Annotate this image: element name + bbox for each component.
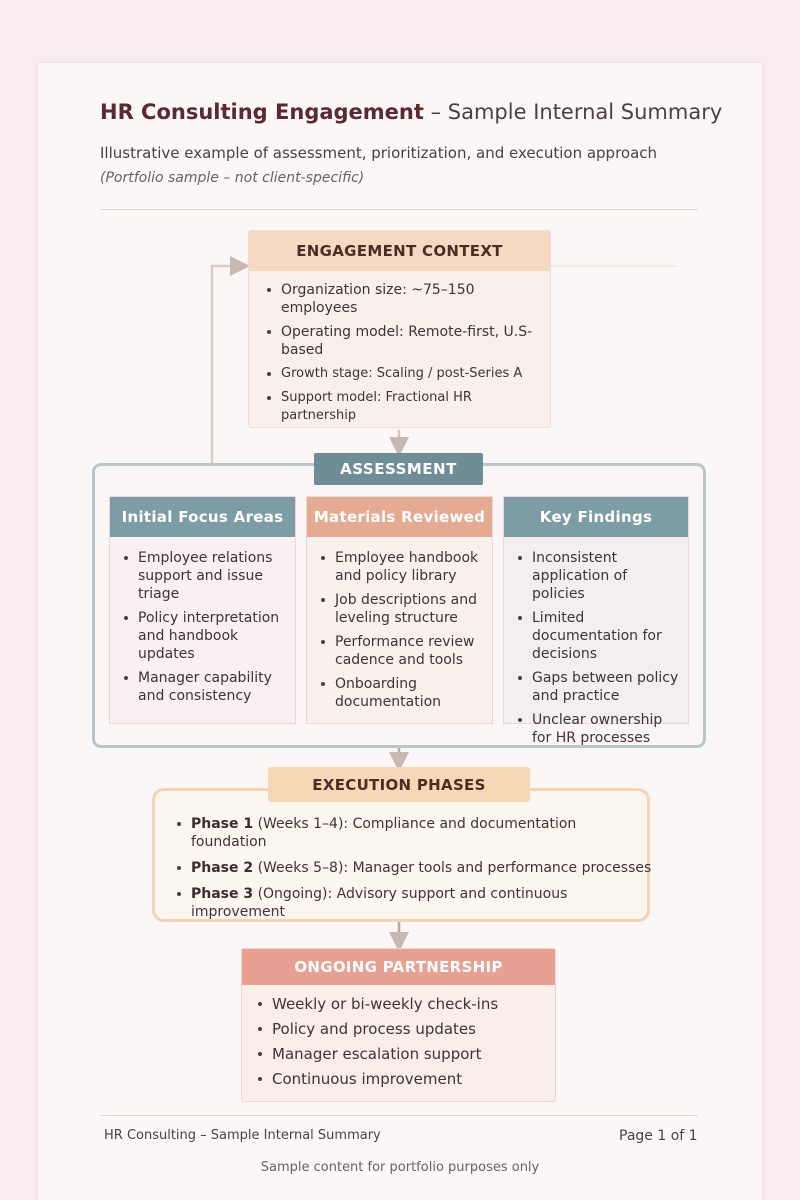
ongoing-partnership-box: ONGOING PARTNERSHIP Weekly or bi-weekly … (241, 948, 556, 1102)
assessment-column-focus-areas: Initial Focus Areas Employee relations s… (109, 496, 296, 724)
list-item: Manager capability and consistency (122, 669, 289, 705)
list-item: Limited documentation for decisions (516, 609, 682, 663)
engagement-context-title: ENGAGEMENT CONTEXT (249, 231, 550, 271)
list-item: Policy and process updates (256, 1020, 547, 1038)
list-item: Inconsistent application of policies (516, 549, 682, 603)
phase-item: Phase 2 (Weeks 5–8): Manager tools and p… (175, 859, 655, 877)
engagement-context-box: ENGAGEMENT CONTEXT Organization size: ~7… (248, 230, 551, 428)
page-number: Page 1 of 1 (619, 1128, 698, 1144)
column-title: Initial Focus Areas (110, 497, 295, 537)
phase-item: Phase 3 (Ongoing): Advisory support and … (175, 885, 655, 921)
list-item: Continuous improvement (256, 1070, 547, 1088)
list-item: Support model: Fractional HR partnership (265, 389, 544, 425)
list-item: Policy interpretation and handbook updat… (122, 609, 289, 663)
phase-list: Phase 1 (Weeks 1–4): Compliance and docu… (175, 815, 655, 929)
page-subtitle: Illustrative example of assessment, prio… (100, 144, 658, 162)
column-title: Materials Reviewed (307, 497, 492, 537)
title-rest: – Sample Internal Summary (423, 100, 723, 124)
footer-note: Sample content for portfolio purposes on… (260, 1160, 540, 1175)
page-title: HR Consulting Engagement – Sample Intern… (100, 100, 722, 124)
footer-title: HR Consulting – Sample Internal Summary (104, 1128, 381, 1143)
title-bold: HR Consulting Engagement (100, 100, 424, 124)
footer-divider (100, 1115, 698, 1116)
list-item: Manager escalation support (256, 1045, 547, 1063)
ongoing-partnership-title: ONGOING PARTNERSHIP (242, 949, 555, 985)
phase-item: Phase 1 (Weeks 1–4): Compliance and docu… (175, 815, 655, 851)
assessment-column-materials: Materials Reviewed Employee handbook and… (306, 496, 493, 724)
list-item: Employee handbook and policy library (319, 549, 486, 585)
assessment-title: ASSESSMENT (314, 453, 483, 485)
list-item: Job descriptions and leveling structure (319, 591, 486, 627)
list-item: Organization size: ~75–150 employees (265, 281, 544, 317)
list-item: Gaps between policy and practice (516, 669, 682, 705)
list-item: Weekly or bi-weekly check-ins (256, 995, 547, 1013)
header-divider (100, 209, 698, 210)
column-title: Key Findings (504, 497, 688, 537)
list-item: Performance review cadence and tools (319, 633, 486, 669)
assessment-column-findings: Key Findings Inconsistent application of… (503, 496, 689, 746)
execution-title: EXECUTION PHASES (268, 767, 530, 802)
list-item: Unclear ownership for HR processes (516, 711, 682, 747)
list-item: Growth stage: Scaling / post-Series A (265, 365, 544, 383)
list-item: Onboarding documentation (319, 675, 486, 711)
execution-frame (152, 788, 650, 922)
feedback-loop-arrow (210, 256, 250, 463)
list-item: Employee relations support and issue tri… (122, 549, 289, 603)
portfolio-note: (Portfolio sample – not client-specific) (100, 170, 365, 186)
list-item: Operating model: Remote-first, U.S-based (265, 323, 544, 359)
